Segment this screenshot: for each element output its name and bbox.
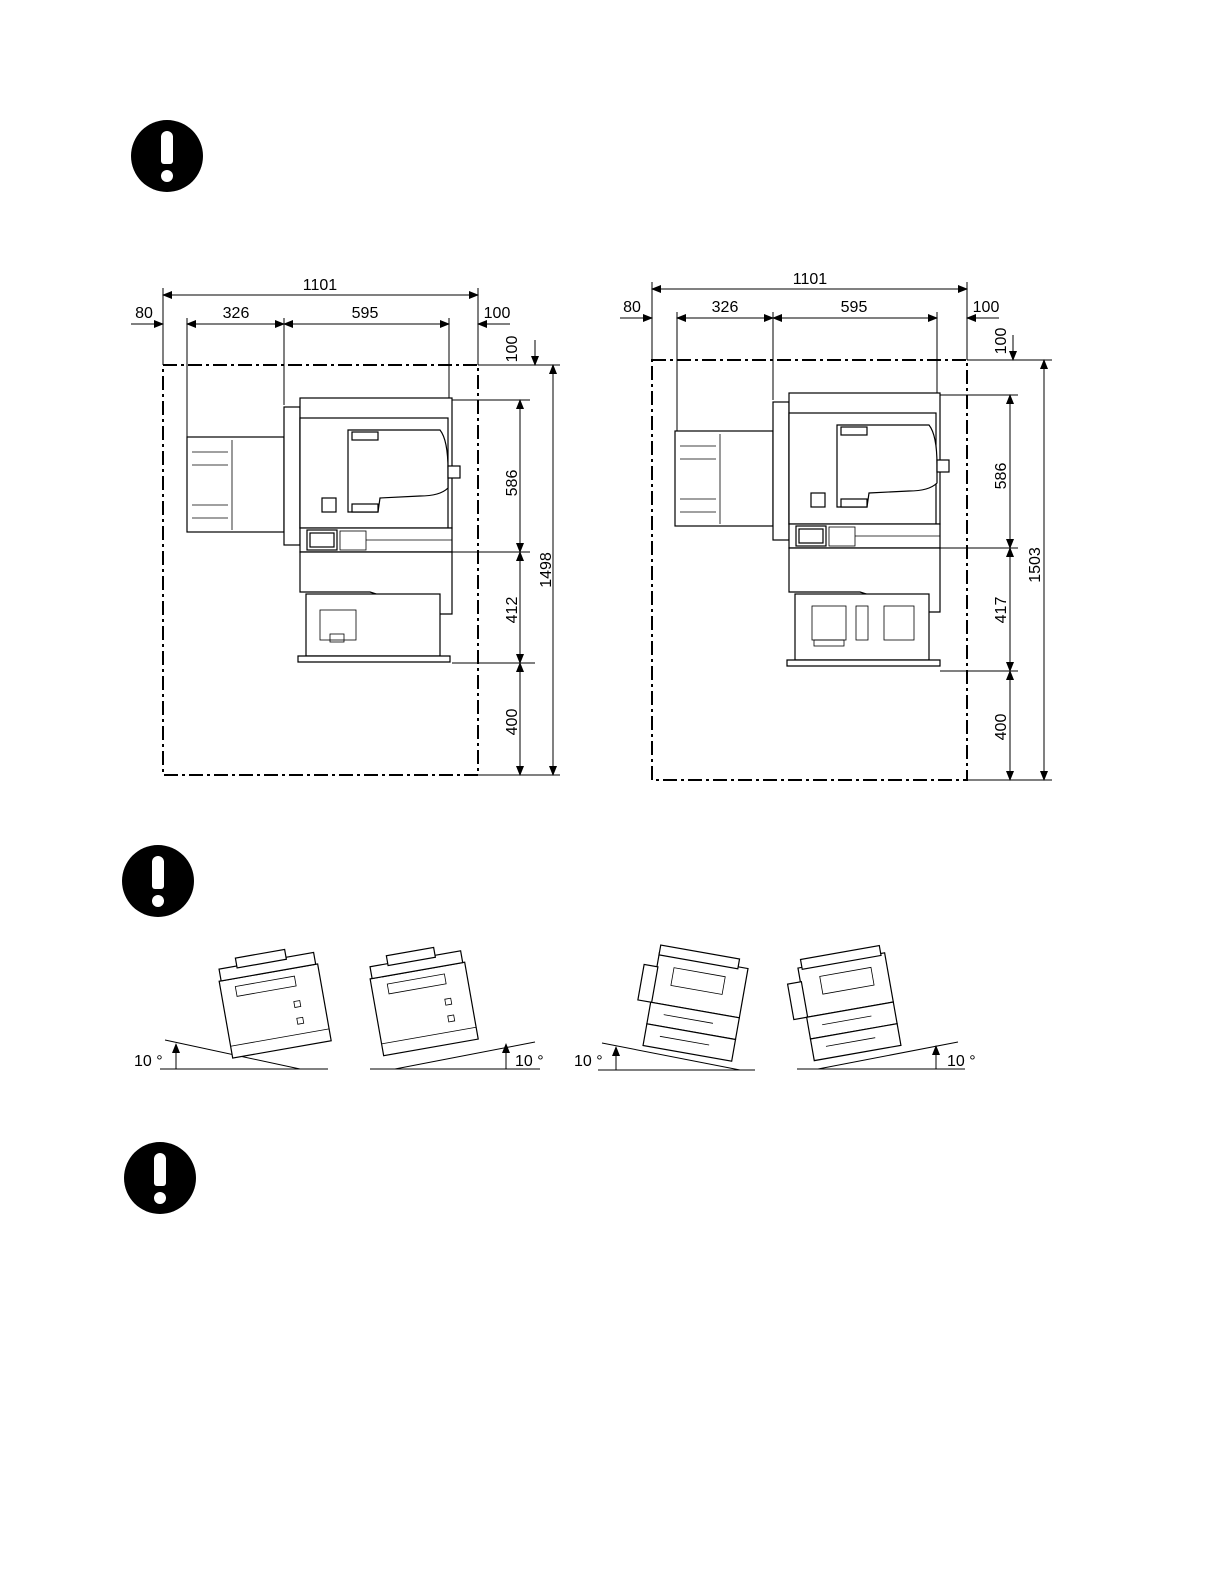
dim-top-clearance-right: 100 (993, 328, 1010, 355)
tilt-angle-3: 10 ° (574, 1053, 603, 1070)
dim-tray-depth-left: 412 (504, 597, 521, 624)
clearance-diagram-right: 1101 80 326 595 100 100 586 417 400 1503 (620, 271, 1052, 781)
tilt-angle-1: 10 ° (134, 1053, 163, 1070)
dim-total-width-right: 1101 (793, 271, 828, 288)
tilt-figure-2: 10 ° (369, 946, 544, 1070)
dim-body-depth-right: 586 (993, 463, 1010, 490)
dim-front-clearance-left: 400 (504, 709, 521, 736)
dim-right-clearance-left: 100 (484, 305, 511, 322)
tilt-angle-4: 10 ° (947, 1053, 976, 1070)
printer-top-view-right (674, 392, 950, 667)
clearance-area-right (651, 359, 968, 781)
dim-tray-width-left: 326 (223, 305, 250, 322)
dim-total-width-left: 1101 (303, 277, 338, 294)
dim-right-clearance-right: 100 (973, 299, 1000, 316)
dim-tray-depth-right: 417 (993, 597, 1010, 624)
warning-icon-1 (131, 120, 203, 192)
clearance-diagram-left: 1101 80 326 595 100 100 586 412 400 1498 (131, 277, 560, 776)
dim-tray-width-right: 326 (712, 299, 739, 316)
dim-top-clearance-left: 100 (504, 336, 521, 363)
warning-icon-2 (122, 845, 194, 917)
dim-left-clearance-left: 80 (135, 305, 153, 322)
tilt-figure-3: 10 ° (574, 944, 755, 1071)
dim-front-clearance-right: 400 (993, 714, 1010, 741)
warning-icon-3 (124, 1142, 196, 1214)
dim-total-depth-right: 1503 (1027, 547, 1044, 583)
tilt-illustrations: 10 ° 10 ° (134, 944, 976, 1071)
dim-body-width-left: 595 (352, 305, 379, 322)
dim-body-width-right: 595 (841, 299, 868, 316)
clearance-area-left (162, 364, 479, 776)
tilt-figure-1: 10 ° (134, 948, 332, 1070)
printer-top-view-left (186, 397, 461, 663)
dim-left-clearance-right: 80 (623, 299, 641, 316)
dim-total-depth-left: 1498 (538, 552, 555, 588)
dim-body-depth-left: 586 (504, 470, 521, 497)
tilt-angle-2: 10 ° (515, 1053, 544, 1070)
tilt-figure-4: 10 ° (786, 944, 976, 1070)
